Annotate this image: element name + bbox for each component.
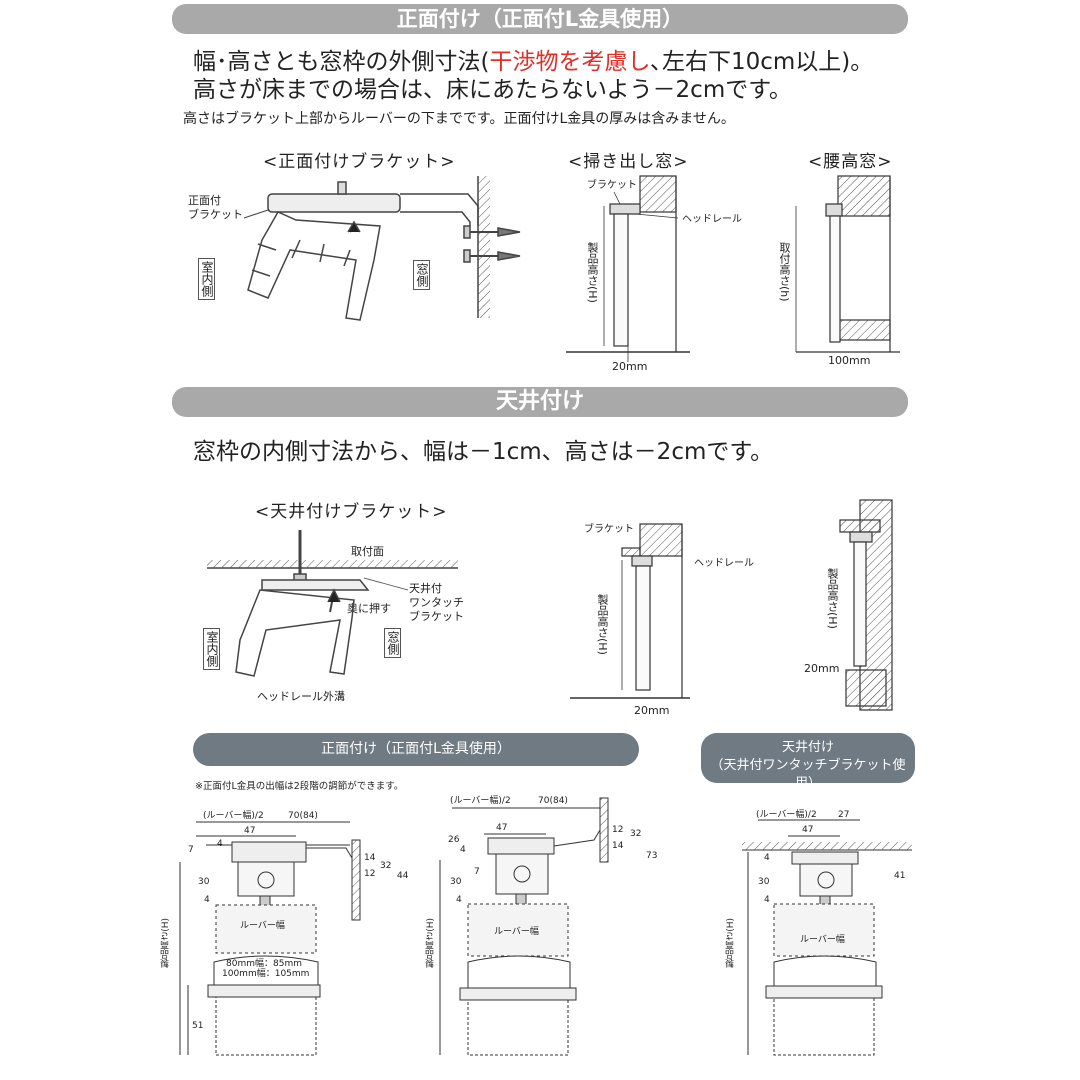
dim3-4a: 4 bbox=[764, 853, 770, 863]
dim1-table80: 80mm幅：85mm bbox=[226, 957, 302, 969]
ceiling-bracket-title: <天井付けブラケット> bbox=[255, 502, 448, 522]
ceiling-indoor-label: 室内側 bbox=[203, 628, 220, 670]
dim-note: ※正面付L金具の出幅は2段階の調節ができます。 bbox=[195, 781, 404, 792]
ceiling-height-label-2: 製品高さ(H) bbox=[826, 568, 839, 629]
push-label: 奥に押す bbox=[347, 602, 391, 615]
dim1-4a: 4 bbox=[217, 839, 223, 849]
waist-window-title: <腰高窓> bbox=[808, 152, 893, 172]
front-note: 高さはブラケット上部からルーバーの下までです。正面付けL金具の厚みは含みません。 bbox=[183, 111, 735, 127]
ceiling-gap2-text: 20mm bbox=[804, 662, 839, 675]
dim2-70: 70(84) bbox=[538, 796, 568, 806]
front-bracket-label: 正面付 ブラケット bbox=[188, 194, 243, 221]
dim3-30: 30 bbox=[758, 877, 770, 887]
dim1-7: 7 bbox=[188, 845, 194, 855]
dim2-4b: 4 bbox=[456, 895, 462, 905]
sweep-window-title: <掃き出し窓> bbox=[568, 152, 689, 172]
dim2-4a: 4 bbox=[460, 845, 466, 855]
front-bracket-drawing bbox=[243, 176, 521, 321]
ceiling-mount-banner: 天井付け bbox=[172, 387, 908, 417]
front-line2: 高さが床までの場合は、床にあたらないよう－2cmです。 bbox=[193, 77, 792, 103]
dim2-louver-half: (ルーバー幅)/2 bbox=[450, 794, 511, 806]
dim1-70: 70(84) bbox=[288, 811, 318, 821]
dim3-47: 47 bbox=[802, 825, 813, 835]
front-indoor-label: 室内側 bbox=[198, 258, 215, 300]
waist-gap-text: 100mm bbox=[828, 354, 870, 367]
ceiling-height-label-1: 製品高さ(H) bbox=[596, 594, 609, 655]
dim2-32: 32 bbox=[630, 829, 641, 839]
dim1-32: 32 bbox=[380, 861, 391, 871]
sweep-bracket-text: ブラケット bbox=[587, 178, 637, 191]
dim-drawing-1 bbox=[179, 821, 361, 1056]
dim3-4b: 4 bbox=[764, 895, 770, 905]
dim2-26: 26 bbox=[448, 835, 460, 845]
dim3-41: 41 bbox=[894, 871, 905, 881]
dim1-44: 44 bbox=[397, 871, 409, 881]
dim1-louver-half: (ルーバー幅)/2 bbox=[203, 809, 264, 821]
ceiling-bracket-drawing bbox=[207, 530, 458, 677]
waist-window-drawing bbox=[795, 175, 900, 353]
dim2-7: 7 bbox=[474, 867, 480, 877]
dim1-14: 14 bbox=[364, 853, 376, 863]
ceiling-window-1 bbox=[570, 523, 690, 699]
front-line1: 幅･高さとも窓枠の外側寸法(干渉物を考慮し､左右下10cm以上)。 bbox=[193, 49, 874, 75]
ceiling-bracket-text: ブラケット bbox=[584, 522, 634, 535]
sweep-rail-text: ヘッドレール bbox=[682, 214, 742, 225]
dim3-louver: ルーバー幅 bbox=[800, 933, 845, 945]
dim1-47: 47 bbox=[244, 826, 255, 836]
dim3-louver-half: (ルーバー幅)/2 bbox=[756, 808, 817, 820]
dim2-louver: ルーバー幅 bbox=[494, 925, 539, 937]
ceiling-line1: 窓枠の内側寸法から、幅は－1cm、高さは－2cmです。 bbox=[193, 439, 774, 465]
dim2-30: 30 bbox=[450, 877, 462, 887]
front-bracket-title: <正面付けブラケット> bbox=[263, 152, 456, 172]
dim1-louver: ルーバー幅 bbox=[240, 919, 285, 931]
front-window-label: 窓側 bbox=[413, 260, 430, 290]
dim2-12: 12 bbox=[612, 825, 623, 835]
dim-drawing-2 bbox=[439, 797, 609, 1056]
sweep-gap-text: 20mm bbox=[612, 360, 647, 373]
ceiling-rail-text: ヘッドレール bbox=[694, 558, 754, 569]
front-mount-banner: 正面付け（正面付L金具使用） bbox=[172, 4, 908, 34]
dim2-14: 14 bbox=[612, 841, 624, 851]
sweep-window-drawing bbox=[566, 175, 690, 362]
dim1-30: 30 bbox=[198, 877, 210, 887]
onetouch-label: 天井付 ワンタッチ ブラケット bbox=[409, 582, 464, 623]
dim3-27: 27 bbox=[838, 810, 849, 820]
dim-ceiling-pill: 天井付け（天井付ワンタッチブラケット使用） bbox=[701, 733, 915, 791]
dim-front-pill: 正面付け（正面付L金具使用） bbox=[193, 733, 639, 766]
waist-height-label: 取付高さ(h) bbox=[778, 242, 791, 302]
front-line1-red: 干渉物を考慮し bbox=[489, 49, 651, 75]
dim2-73: 73 bbox=[646, 851, 657, 861]
dim-drawing-3 bbox=[742, 819, 912, 1056]
groove-label: ヘッドレール外溝 bbox=[257, 690, 345, 703]
ceiling-gap1-text: 20mm bbox=[634, 704, 669, 717]
ceiling-window-2 bbox=[839, 499, 893, 711]
dim1-table100: 100mm幅：105mm bbox=[222, 967, 309, 979]
dim1-12: 12 bbox=[364, 869, 375, 879]
surface-label: 取付面 bbox=[351, 545, 384, 558]
ceiling-window-label: 窓側 bbox=[384, 628, 401, 658]
dim2-47: 47 bbox=[496, 823, 507, 833]
sweep-height-label: 製品高さ(H) bbox=[586, 242, 599, 303]
dim1-51: 51 bbox=[192, 1021, 203, 1031]
dim1-4b: 4 bbox=[204, 895, 210, 905]
